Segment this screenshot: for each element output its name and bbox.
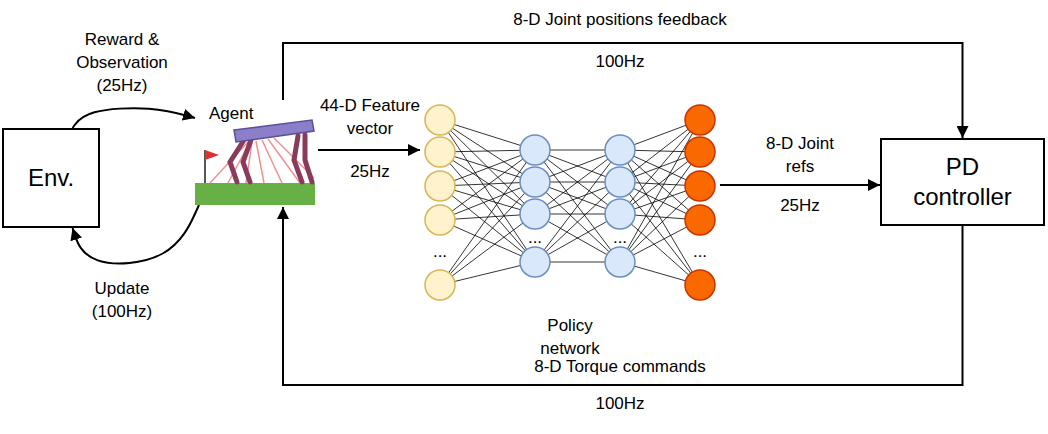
- neuron: [425, 270, 455, 300]
- network-weight: [440, 152, 535, 262]
- neuron: [425, 105, 455, 135]
- edge-label: 8-D Joint refs: [750, 132, 850, 178]
- neuron: [685, 171, 715, 201]
- network-weight: [440, 182, 535, 285]
- neuron: [520, 167, 550, 197]
- rate-label: 100Hz: [595, 50, 644, 73]
- node-label: Env.: [28, 163, 74, 193]
- neuron: [425, 205, 455, 235]
- connector-arrow: [720, 184, 880, 186]
- flag: [205, 150, 219, 160]
- agent-illustration-node: Agent: [193, 100, 318, 207]
- rate-label: 100Hz: [595, 392, 644, 415]
- connector-arrow: [283, 207, 963, 385]
- policy-network: Policy network: [420, 100, 720, 360]
- connector-arrow: [318, 149, 420, 151]
- network-weight: [440, 120, 535, 214]
- edge-label: 8-D Joint positions feedback: [513, 8, 727, 31]
- legs: [230, 135, 312, 182]
- agent-illustration: [195, 120, 315, 205]
- neuron: [685, 205, 715, 235]
- neuron: [685, 270, 715, 300]
- edge-label: 44-D Feature vector: [317, 94, 423, 140]
- edge-label: Reward & Observation (25Hz): [66, 28, 178, 97]
- edge-label: 8-D Torque commands: [534, 355, 706, 378]
- node-label: Policy network: [525, 314, 615, 360]
- neuron: [520, 247, 550, 277]
- node-label: PD controller: [903, 152, 1023, 212]
- neuron: [520, 135, 550, 165]
- neuron: [605, 167, 635, 197]
- rate-label: 25Hz: [780, 194, 820, 217]
- neuron: [605, 135, 635, 165]
- rate-label: 25Hz: [350, 160, 390, 183]
- connector-arrow: [73, 108, 195, 128]
- neuron: [425, 171, 455, 201]
- neuron: [520, 199, 550, 229]
- ellipsis-mark: ...: [431, 245, 449, 259]
- neuron: [605, 199, 635, 229]
- ground: [195, 183, 315, 205]
- robot-body: [234, 120, 314, 142]
- ellipsis-mark: ...: [691, 245, 709, 259]
- ellipsis-mark: ...: [611, 231, 629, 245]
- neuron: [685, 105, 715, 135]
- ellipsis-mark: ...: [526, 231, 544, 245]
- neuron: [425, 137, 455, 167]
- pd-controller-box: PD controller: [880, 138, 1045, 226]
- edge-label: Update (100Hz): [82, 277, 162, 323]
- network-weight: [620, 120, 700, 214]
- neuron: [685, 137, 715, 167]
- environment-box: Env.: [2, 128, 100, 228]
- node-label: Agent: [209, 102, 318, 125]
- network-illustration: [425, 105, 715, 300]
- neuron: [605, 247, 635, 277]
